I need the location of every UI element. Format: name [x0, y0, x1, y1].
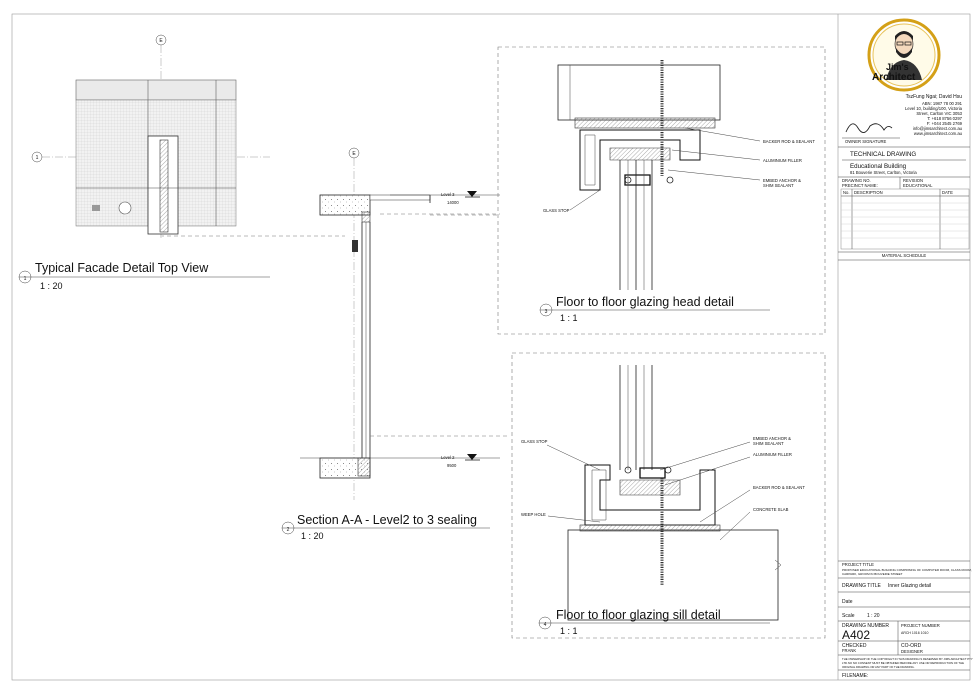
- designer-label: DESIGNER: [901, 649, 923, 654]
- view-scale-1: 1 : 20: [40, 281, 63, 291]
- project-title-line: PROPOSED EDUCATIONAL BUILDING COMPRISING…: [842, 568, 972, 572]
- revision-table: [840, 188, 970, 250]
- firm-logo: Jim's Architect: [867, 18, 941, 92]
- level2-label: Level 2: [441, 455, 455, 460]
- architect-names: TszFung Ngai; David Hsu: [906, 94, 963, 100]
- view-title-3: Floor to floor glazing head detail: [556, 295, 734, 309]
- top-view-detail: E 1 1 Typical Facade Detail Top View 1 :…: [18, 34, 345, 291]
- project-address: 81 Bouverie Street, Carlton, Victoria: [850, 170, 917, 175]
- sheet-border: [11, 13, 971, 681]
- precinct-label: PRECINCT NAME:: [842, 183, 878, 188]
- head-note-embed-anchor: EMBED ANCHOR &: [763, 178, 801, 183]
- project-title-line: CARPARK, GROOM IN BOUVERIE STREET: [842, 572, 903, 576]
- owner-signature-label: OWNER SIGNATURE: [845, 139, 887, 144]
- drawing-title-label: DRAWING TITLE: [842, 583, 882, 589]
- view-title-1: Typical Facade Detail Top View: [35, 261, 209, 275]
- copyright-line: ORIGINAL DRAWING OR ANY PART OF THE DRAW…: [842, 665, 915, 669]
- level3-label: Level 3: [441, 192, 455, 197]
- sill-note-embed-anchor: EMBED ANCHOR &: [753, 436, 791, 441]
- address-line: www.jimsarchitect.com.au: [914, 131, 963, 136]
- view-number-2: 2: [287, 527, 290, 533]
- scale-value: 1 : 20: [867, 613, 880, 619]
- view-number-1: 1: [24, 276, 27, 282]
- drawing-number: A402: [842, 628, 870, 642]
- drawing-type: TECHNICAL DRAWING: [850, 151, 916, 158]
- checked-label: CHECKED: [842, 643, 867, 649]
- owner-signature-mark: [845, 123, 893, 133]
- copyright-line: LTD.NO NO CONSENT MUST BE OBTAINED BEFOR…: [842, 661, 964, 665]
- title-block: Jim's Architect TszFung Ngai; David Hsu …: [837, 14, 973, 680]
- project-number: ARCH 1016 1010: [901, 631, 928, 635]
- grid-label-e: E: [159, 38, 163, 44]
- grid-label-e-section: E: [352, 151, 356, 157]
- view-scale-3: 1 : 1: [560, 313, 578, 323]
- address-line: F: +044 2545 2769: [927, 121, 963, 126]
- view-title-2: Section A-A - Level2 to 3 sealing: [297, 513, 477, 527]
- date-label: Date: [842, 599, 853, 605]
- sill-note-aluminium-filler: ALUMINIUM FILLER: [753, 452, 792, 457]
- sill-note-concrete-slab: CONCRETE SLAB: [753, 507, 789, 512]
- precinct-value: EDUCATIONAL: [903, 183, 933, 188]
- rev-header-date: DATE: [942, 190, 953, 195]
- sill-note-glass-stop: GLASS STOP: [521, 439, 548, 444]
- checked-by: FRANK: [842, 648, 856, 653]
- head-note-backer-rod: BACKER ROD & SEALANT: [763, 139, 815, 144]
- head-note-aluminium-filler: ALUMINIUM FILLER: [763, 158, 802, 163]
- drawing-title: Inner Glazing detail: [888, 583, 931, 589]
- grid-label-1: 1: [36, 155, 39, 161]
- address-line: Level 10, building/100, Victoria: [905, 106, 963, 111]
- view-number-4: 4: [544, 622, 547, 628]
- head-note-glass-stop: GLASS STOP: [543, 208, 570, 213]
- logo-text-line2: Architect: [872, 72, 916, 83]
- scale-label: Scale: [842, 613, 855, 619]
- view-number-3: 3: [545, 309, 548, 315]
- section-a-a-detail: E Level 3 14000 Level 2 9500 2 Section A…: [281, 147, 510, 541]
- glazing-sill-detail: GLASS STOP EMBED ANCHOR & SHIM SEALANT A…: [511, 352, 826, 639]
- rev-header-description: DESCRIPTION: [854, 190, 883, 195]
- view-scale-4: 1 : 1: [560, 626, 578, 636]
- drawing-number-label: DRAWING NUMBER: [842, 623, 889, 629]
- level3-elevation: 14000: [447, 200, 459, 205]
- glazing-head-detail: BACKER ROD & SEALANT ALUMINIUM FILLER EM…: [497, 46, 826, 335]
- address-line: ABN: 1987 78 00 291: [922, 101, 963, 106]
- firm-address: ABN: 1987 78 00 291 Level 10, building/1…: [905, 101, 963, 136]
- view-scale-2: 1 : 20: [301, 531, 324, 541]
- project-number-label: PROJECT NUMBER: [901, 623, 940, 628]
- address-line: Street, Carlton VIC 3053: [916, 111, 962, 116]
- address-line: T: +618 8756 0297: [927, 116, 962, 121]
- logo-text-line1: Jim's: [886, 62, 909, 72]
- project-name: Educational Building: [850, 163, 907, 170]
- project-title-label: PROJECT TITLE: [842, 562, 874, 567]
- copyright-line: THE OWNERSHIP OF THE COPYRIGHT IN THIS D…: [842, 657, 973, 661]
- coord-label: CO-ORD: [901, 643, 922, 649]
- rev-header-no: No.: [843, 190, 850, 195]
- address-line: info@jimsarchitect.com.au: [913, 126, 963, 131]
- sill-note-weep-hole: WEEP HOLE: [521, 512, 546, 517]
- material-schedule-label: MATERIAL SCHEDULE: [882, 253, 927, 258]
- level2-elevation: 9500: [447, 463, 457, 468]
- drawing-no-label: DRAWING NO.: [842, 178, 871, 183]
- revision-label: REVISION: [903, 178, 923, 183]
- sill-note-backer-rod: BACKER ROD & SEALANT: [753, 485, 805, 490]
- head-note-shim-sealant: SHIM SEALANT: [763, 183, 794, 188]
- view-title-4: Floor to floor glazing sill detail: [556, 608, 721, 622]
- sill-note-shim-sealant: SHIM SEALANT: [753, 441, 784, 446]
- filename-label: FILENAME:: [842, 673, 868, 679]
